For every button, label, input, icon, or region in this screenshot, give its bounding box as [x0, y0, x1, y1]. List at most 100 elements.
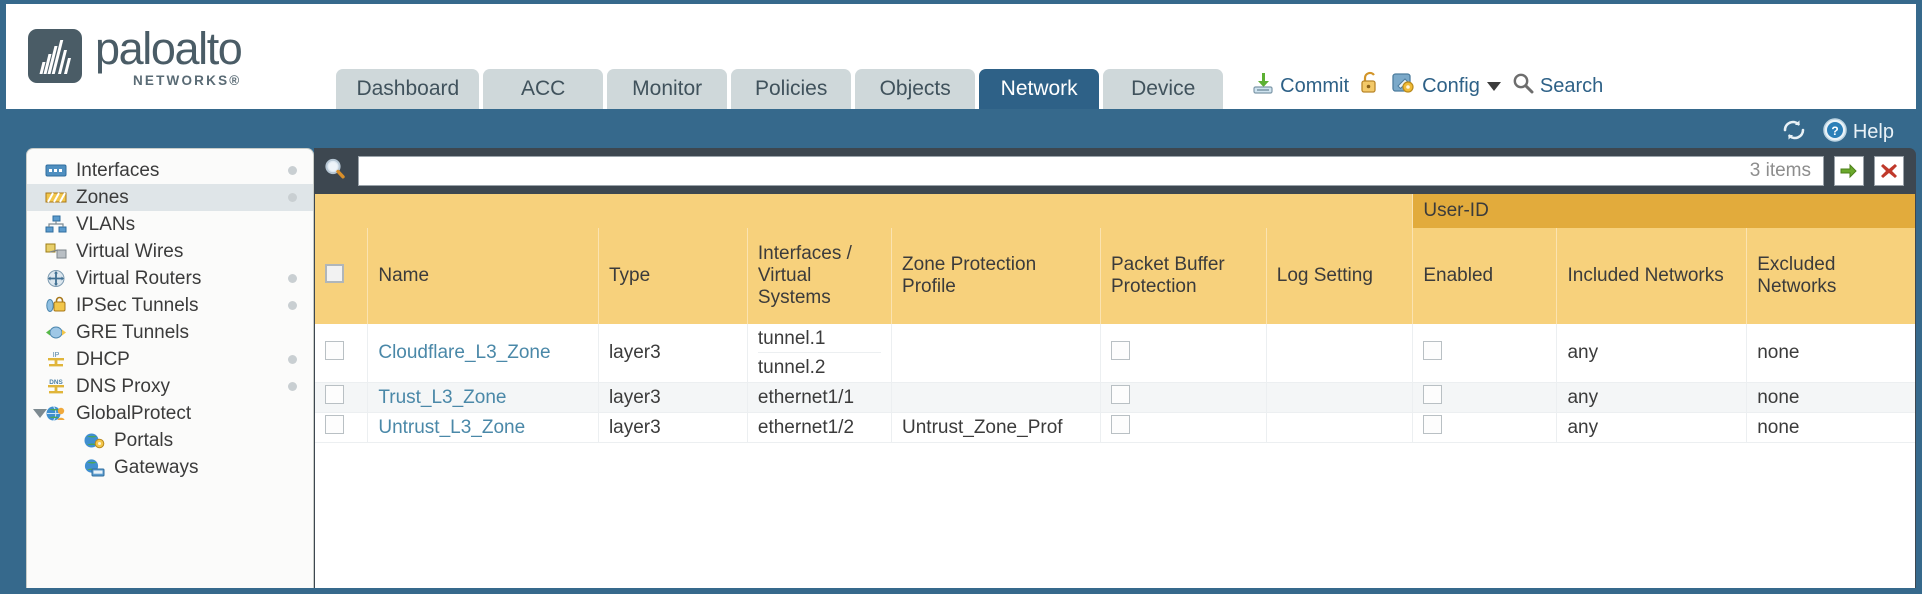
zone-name-cell[interactable]: Untrust_L3_Zone	[367, 412, 599, 443]
help-button[interactable]: ? Help	[1822, 117, 1894, 148]
column-header-included-networks[interactable]: Included Networks	[1556, 228, 1748, 324]
sidebar-item-label: GRE Tunnels	[76, 321, 189, 343]
main-content-panel: 3 items	[314, 148, 1916, 588]
column-header-interfaces-virtual-systems[interactable]: Interfaces / Virtual Systems	[747, 228, 893, 324]
tab-monitor[interactable]: Monitor	[607, 69, 728, 109]
sidebar-item-dhcp[interactable]: IP DHCP	[27, 346, 313, 373]
column-header-packet-buffer-protection[interactable]: Packet Buffer Protection	[1100, 228, 1267, 324]
sidebar-item-gre-tunnels[interactable]: GRE Tunnels	[27, 319, 313, 346]
column-header-type[interactable]: Type	[598, 228, 748, 324]
commit-save-icon	[1251, 71, 1275, 101]
sidebar-item-vlans[interactable]: VLANs	[27, 211, 313, 238]
zone-interfaces-cell: ethernet1/1	[747, 382, 893, 413]
sidebar-item-virtual-wires[interactable]: Virtual Wires	[27, 238, 313, 265]
included-networks-cell: any	[1556, 324, 1748, 383]
zone-type-cell: layer3	[598, 324, 748, 383]
packet-buffer-protection-checkbox[interactable]	[1111, 340, 1130, 360]
gateways-icon	[83, 458, 105, 477]
tab-acc[interactable]: ACC	[483, 69, 604, 109]
sidebar-item-globalprotect[interactable]: GlobalProtect	[27, 400, 313, 427]
excluded-networks-cell: none	[1746, 324, 1915, 383]
column-header-zone-protection-profile[interactable]: Zone Protection Profile	[891, 228, 1101, 324]
row-select-cell[interactable]	[315, 382, 369, 413]
sidebar-item-label: Zones	[76, 186, 129, 208]
sidebar-item-ipsec-tunnels[interactable]: IPSec Tunnels	[27, 292, 313, 319]
tab-objects[interactable]: Objects	[855, 69, 976, 109]
refresh-button[interactable]	[1780, 117, 1808, 148]
zone-protection-profile-cell	[891, 382, 1101, 413]
filter-input-wrap[interactable]: 3 items	[358, 156, 1824, 186]
padlock-icon[interactable]	[1359, 71, 1381, 101]
row-select-checkbox[interactable]	[325, 415, 344, 434]
excluded-networks-cell: none	[1746, 382, 1915, 413]
userid-enabled-checkbox[interactable]	[1423, 415, 1443, 434]
packet-buffer-protection-checkbox[interactable]	[1111, 385, 1130, 404]
sidebar-item-indicator	[288, 301, 297, 310]
interface-entry: tunnel.2	[757, 357, 826, 378]
group-header-row: User-ID	[315, 194, 1915, 228]
zone-name-link[interactable]: Untrust_L3_Zone	[378, 416, 526, 438]
search-button[interactable]: Search	[1511, 71, 1603, 101]
commit-button[interactable]: Commit	[1251, 71, 1349, 101]
sidebar-item-virtual-routers[interactable]: Virtual Routers	[27, 265, 313, 292]
dhcp-icon: IP	[45, 350, 67, 369]
packet-buffer-protection-checkbox[interactable]	[1111, 415, 1130, 434]
expander-triangle-icon[interactable]	[33, 409, 47, 418]
tab-device[interactable]: Device	[1103, 69, 1224, 109]
tab-dashboard[interactable]: Dashboard	[336, 69, 480, 109]
row-select-checkbox[interactable]	[325, 340, 344, 360]
sidebar-item-label: Gateways	[114, 456, 199, 478]
sidebar-item-label: Virtual Wires	[76, 240, 184, 262]
brand-subtitle: NETWORKS®	[132, 72, 242, 88]
sidebar-item-indicator	[288, 166, 297, 175]
sidebar-item-indicator	[288, 193, 297, 202]
tab-network[interactable]: Network	[979, 69, 1100, 109]
select-all-checkbox-cell[interactable]	[315, 228, 369, 324]
zone-name-link[interactable]: Cloudflare_L3_Zone	[378, 342, 551, 363]
clear-filter-button[interactable]	[1874, 156, 1904, 186]
interfaces-icon	[45, 161, 67, 180]
userid-enabled-cell[interactable]	[1412, 412, 1558, 443]
svg-text:IP: IP	[53, 352, 60, 359]
apply-filter-button[interactable]	[1834, 156, 1864, 186]
userid-enabled-checkbox[interactable]	[1423, 385, 1443, 404]
sidebar-item-interfaces[interactable]: Interfaces	[27, 157, 313, 184]
packet-buffer-protection-cell[interactable]	[1100, 412, 1267, 443]
sidebar-item-portals[interactable]: Portals	[27, 427, 313, 454]
config-label: Config	[1422, 74, 1480, 97]
vlans-icon	[45, 215, 67, 234]
gre-tunnels-icon	[45, 323, 67, 342]
column-header-enabled[interactable]: Enabled	[1412, 228, 1558, 324]
tab-policies[interactable]: Policies	[731, 69, 852, 109]
zone-interfaces-cell: ethernet1/2	[747, 412, 893, 443]
config-menu[interactable]: Config	[1391, 71, 1501, 101]
row-select-checkbox[interactable]	[325, 385, 344, 404]
column-header-excluded-networks[interactable]: Excluded Networks	[1746, 228, 1915, 324]
zone-name-link[interactable]: Trust_L3_Zone	[378, 386, 507, 408]
userid-enabled-checkbox[interactable]	[1423, 340, 1443, 360]
userid-enabled-cell[interactable]	[1412, 382, 1558, 413]
packet-buffer-protection-cell[interactable]	[1100, 324, 1267, 383]
column-header-name[interactable]: Name	[367, 228, 599, 324]
zone-name-cell[interactable]: Trust_L3_Zone	[367, 382, 599, 413]
sidebar-item-label: DHCP	[76, 348, 130, 370]
sidebar-item-gateways[interactable]: Gateways	[27, 454, 313, 481]
userid-enabled-cell[interactable]	[1412, 324, 1558, 383]
column-header-log-setting[interactable]: Log Setting	[1266, 228, 1414, 324]
filter-search-icon[interactable]	[322, 156, 348, 187]
interface-entry: ethernet1/1	[757, 387, 855, 408]
sidebar-item-zones[interactable]: Zones	[27, 184, 313, 211]
row-select-cell[interactable]	[315, 324, 369, 383]
config-wrench-icon	[1391, 71, 1417, 101]
select-all-checkbox[interactable]	[325, 263, 344, 283]
packet-buffer-protection-cell[interactable]	[1100, 382, 1267, 413]
row-select-cell[interactable]	[315, 412, 369, 443]
zone-name-cell[interactable]: Cloudflare_L3_Zone	[367, 324, 599, 383]
